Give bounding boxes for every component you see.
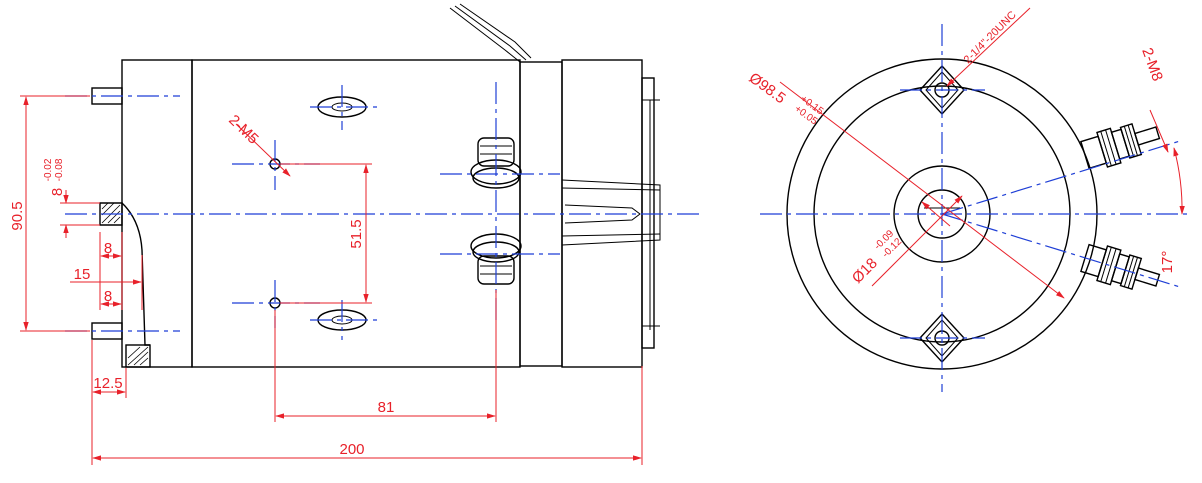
dim-thread-m5: 2-M5 — [225, 112, 261, 148]
rear-cover — [641, 77, 655, 349]
dim-key-8-bottom: 8 — [104, 288, 112, 305]
dim-housing-dia: Ø98.5 — [746, 69, 789, 107]
end-view: Ø98.5 +0.15 +0.05 Ø18 -0.09 -0.12 2-1/4"… — [746, 7, 1190, 392]
dim-angle: 17° — [1159, 251, 1176, 274]
dim-shaft-nominal: 8 — [49, 188, 66, 196]
side-center-lines — [65, 82, 700, 340]
shaft-spline — [99, 202, 151, 368]
dim-overall-length: 200 — [339, 441, 364, 458]
side-dimensions: 200 81 51.5 90.5 8 -0.02 -0.08 — [9, 95, 643, 465]
end-center-lines — [760, 24, 1190, 392]
dim-mount-vertical: 51.5 — [348, 219, 365, 248]
dim-offset-12-5: 12.5 — [93, 375, 122, 392]
end-dimensions: Ø98.5 +0.15 +0.05 Ø18 -0.09 -0.12 2-1/4"… — [746, 7, 1185, 299]
side-view: 200 81 51.5 90.5 8 -0.02 -0.08 — [9, 3, 700, 465]
dim-key-15: 15 — [74, 266, 91, 283]
rear-boss — [561, 179, 661, 246]
dim-terminal-thread: 2-M8 — [1138, 46, 1166, 84]
dim-flange-height: 90.5 — [9, 201, 26, 230]
dim-shaft-tol-upper: -0.02 — [43, 158, 54, 181]
dim-shaft-tol-lower: -0.08 — [54, 158, 65, 181]
terminal-stud-upper — [1080, 123, 1161, 170]
lead-wires — [449, 3, 532, 63]
dim-mount-hole: 2-1/4"-20UNC — [962, 9, 1019, 66]
dim-key-8-top: 8 — [104, 240, 112, 257]
dim-mount-spacing: 81 — [378, 399, 395, 416]
